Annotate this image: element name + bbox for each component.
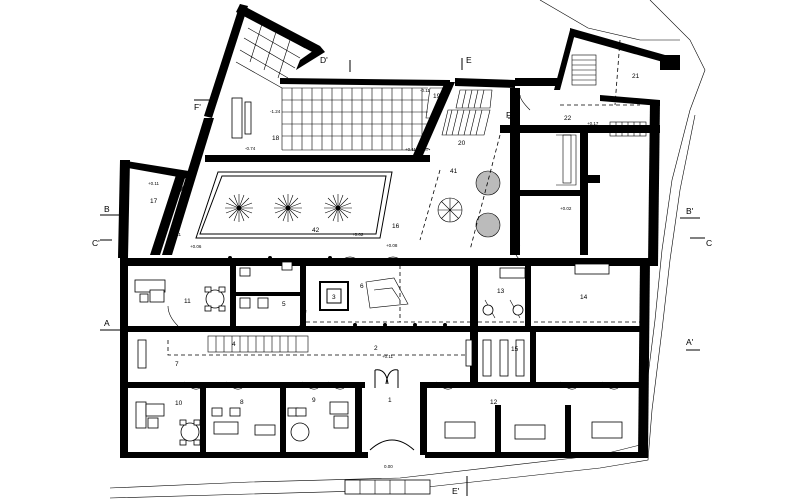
level-label: +0.06 (190, 244, 202, 249)
office-10-furniture (135, 401, 201, 446)
room-label: 18 (272, 135, 280, 142)
room-label: 19 (433, 93, 441, 100)
office-8-furniture (211, 407, 276, 436)
section-label: F' (194, 102, 201, 112)
section-label: C' (92, 238, 100, 248)
room-labels: 1 2 3 4 5 6 7 8 9 10 11 12 13 14 15 16 1… (150, 73, 640, 407)
stair-main (207, 335, 309, 353)
room-label: 9 (312, 397, 316, 404)
section-label: E (466, 55, 472, 65)
room-label: 22 (564, 115, 572, 122)
auditorium-seating (281, 87, 428, 151)
room-15-shelves (482, 339, 525, 377)
upper-seating (235, 17, 306, 89)
stair-21 (571, 54, 597, 86)
room-label: 11 (184, 298, 191, 305)
room-label: 21 (632, 73, 640, 80)
room-label: 17 (150, 198, 158, 205)
level-label: +0.11 (405, 147, 417, 152)
section-label: F (506, 110, 511, 120)
room-label: 3 (332, 294, 336, 301)
room-label: 20 (458, 140, 466, 147)
section-label: B (104, 204, 110, 214)
level-label: +0.08 (386, 243, 398, 248)
section-label: D' (320, 55, 328, 65)
stair-20 (441, 89, 493, 136)
room-label: 12 (490, 399, 498, 406)
palm-tree-icon (274, 194, 302, 222)
exterior-walls (118, 4, 680, 458)
office-12-furniture (444, 421, 623, 440)
room-label: 1 (388, 397, 392, 404)
level-label: +0.11 (148, 181, 160, 186)
level-annotations: -1.24 -0.74 +0.11 +0.02 +0.08 +0.06 +0.1… (148, 88, 599, 469)
section-label: A' (686, 337, 694, 347)
section-label: C (706, 238, 712, 248)
column-row (210, 158, 447, 327)
level-label: +0.11 (382, 354, 394, 359)
stair-22 (609, 121, 647, 137)
room-label: 2 (374, 345, 378, 352)
room-label: 8 (240, 399, 244, 406)
room-13-furniture (482, 267, 526, 319)
level-label: +0.02 (352, 232, 364, 237)
level-label: -0.74 (245, 146, 256, 151)
room-label: 4 (232, 341, 236, 348)
level-label: +0.02 (560, 206, 572, 211)
door-swings (167, 94, 649, 390)
room-label: 42 (312, 227, 320, 234)
level-label: +0.11 (170, 232, 182, 237)
stair-19 (425, 87, 447, 119)
room-label: 15 (511, 346, 519, 353)
office-11-furniture (134, 279, 226, 312)
elevator-3 (319, 281, 349, 311)
interior-walls (128, 95, 660, 455)
room-label: 14 (580, 294, 588, 301)
office-9-furniture (287, 401, 349, 442)
corridor-dashed-lines (167, 258, 640, 356)
section-label: E' (452, 486, 460, 496)
level-label: +0.17 (587, 121, 599, 126)
palm-tree-icon (324, 194, 352, 222)
room-label: 16 (392, 223, 400, 230)
level-label: 0.00 (384, 464, 393, 469)
foyer-41-features (419, 134, 501, 251)
section-markers: A A' B B' C C' D' E E' F F' (92, 55, 712, 496)
corridor-furniture (137, 339, 473, 369)
reception-desk-6 (365, 277, 409, 309)
room-14-furniture (574, 263, 610, 275)
wc-fixtures (239, 261, 293, 309)
stage-furniture (231, 97, 252, 139)
section-label: B' (686, 206, 694, 216)
room-label: 41 (450, 168, 458, 175)
palm-tree-icon (225, 194, 253, 222)
entrance-vestibule (344, 369, 431, 495)
room-label: 13 (497, 288, 505, 295)
room-label: 6 (360, 283, 364, 290)
room-label: 10 (175, 400, 183, 407)
courtyard-42 (195, 171, 393, 239)
room-label: 5 (282, 301, 286, 308)
level-label: -1.24 (270, 109, 281, 114)
upper-right-details (556, 39, 640, 186)
umbrella-icon (437, 197, 463, 223)
section-label: A (104, 318, 110, 328)
room-label: 7 (175, 361, 179, 368)
level-label: -0.11 (420, 88, 430, 93)
